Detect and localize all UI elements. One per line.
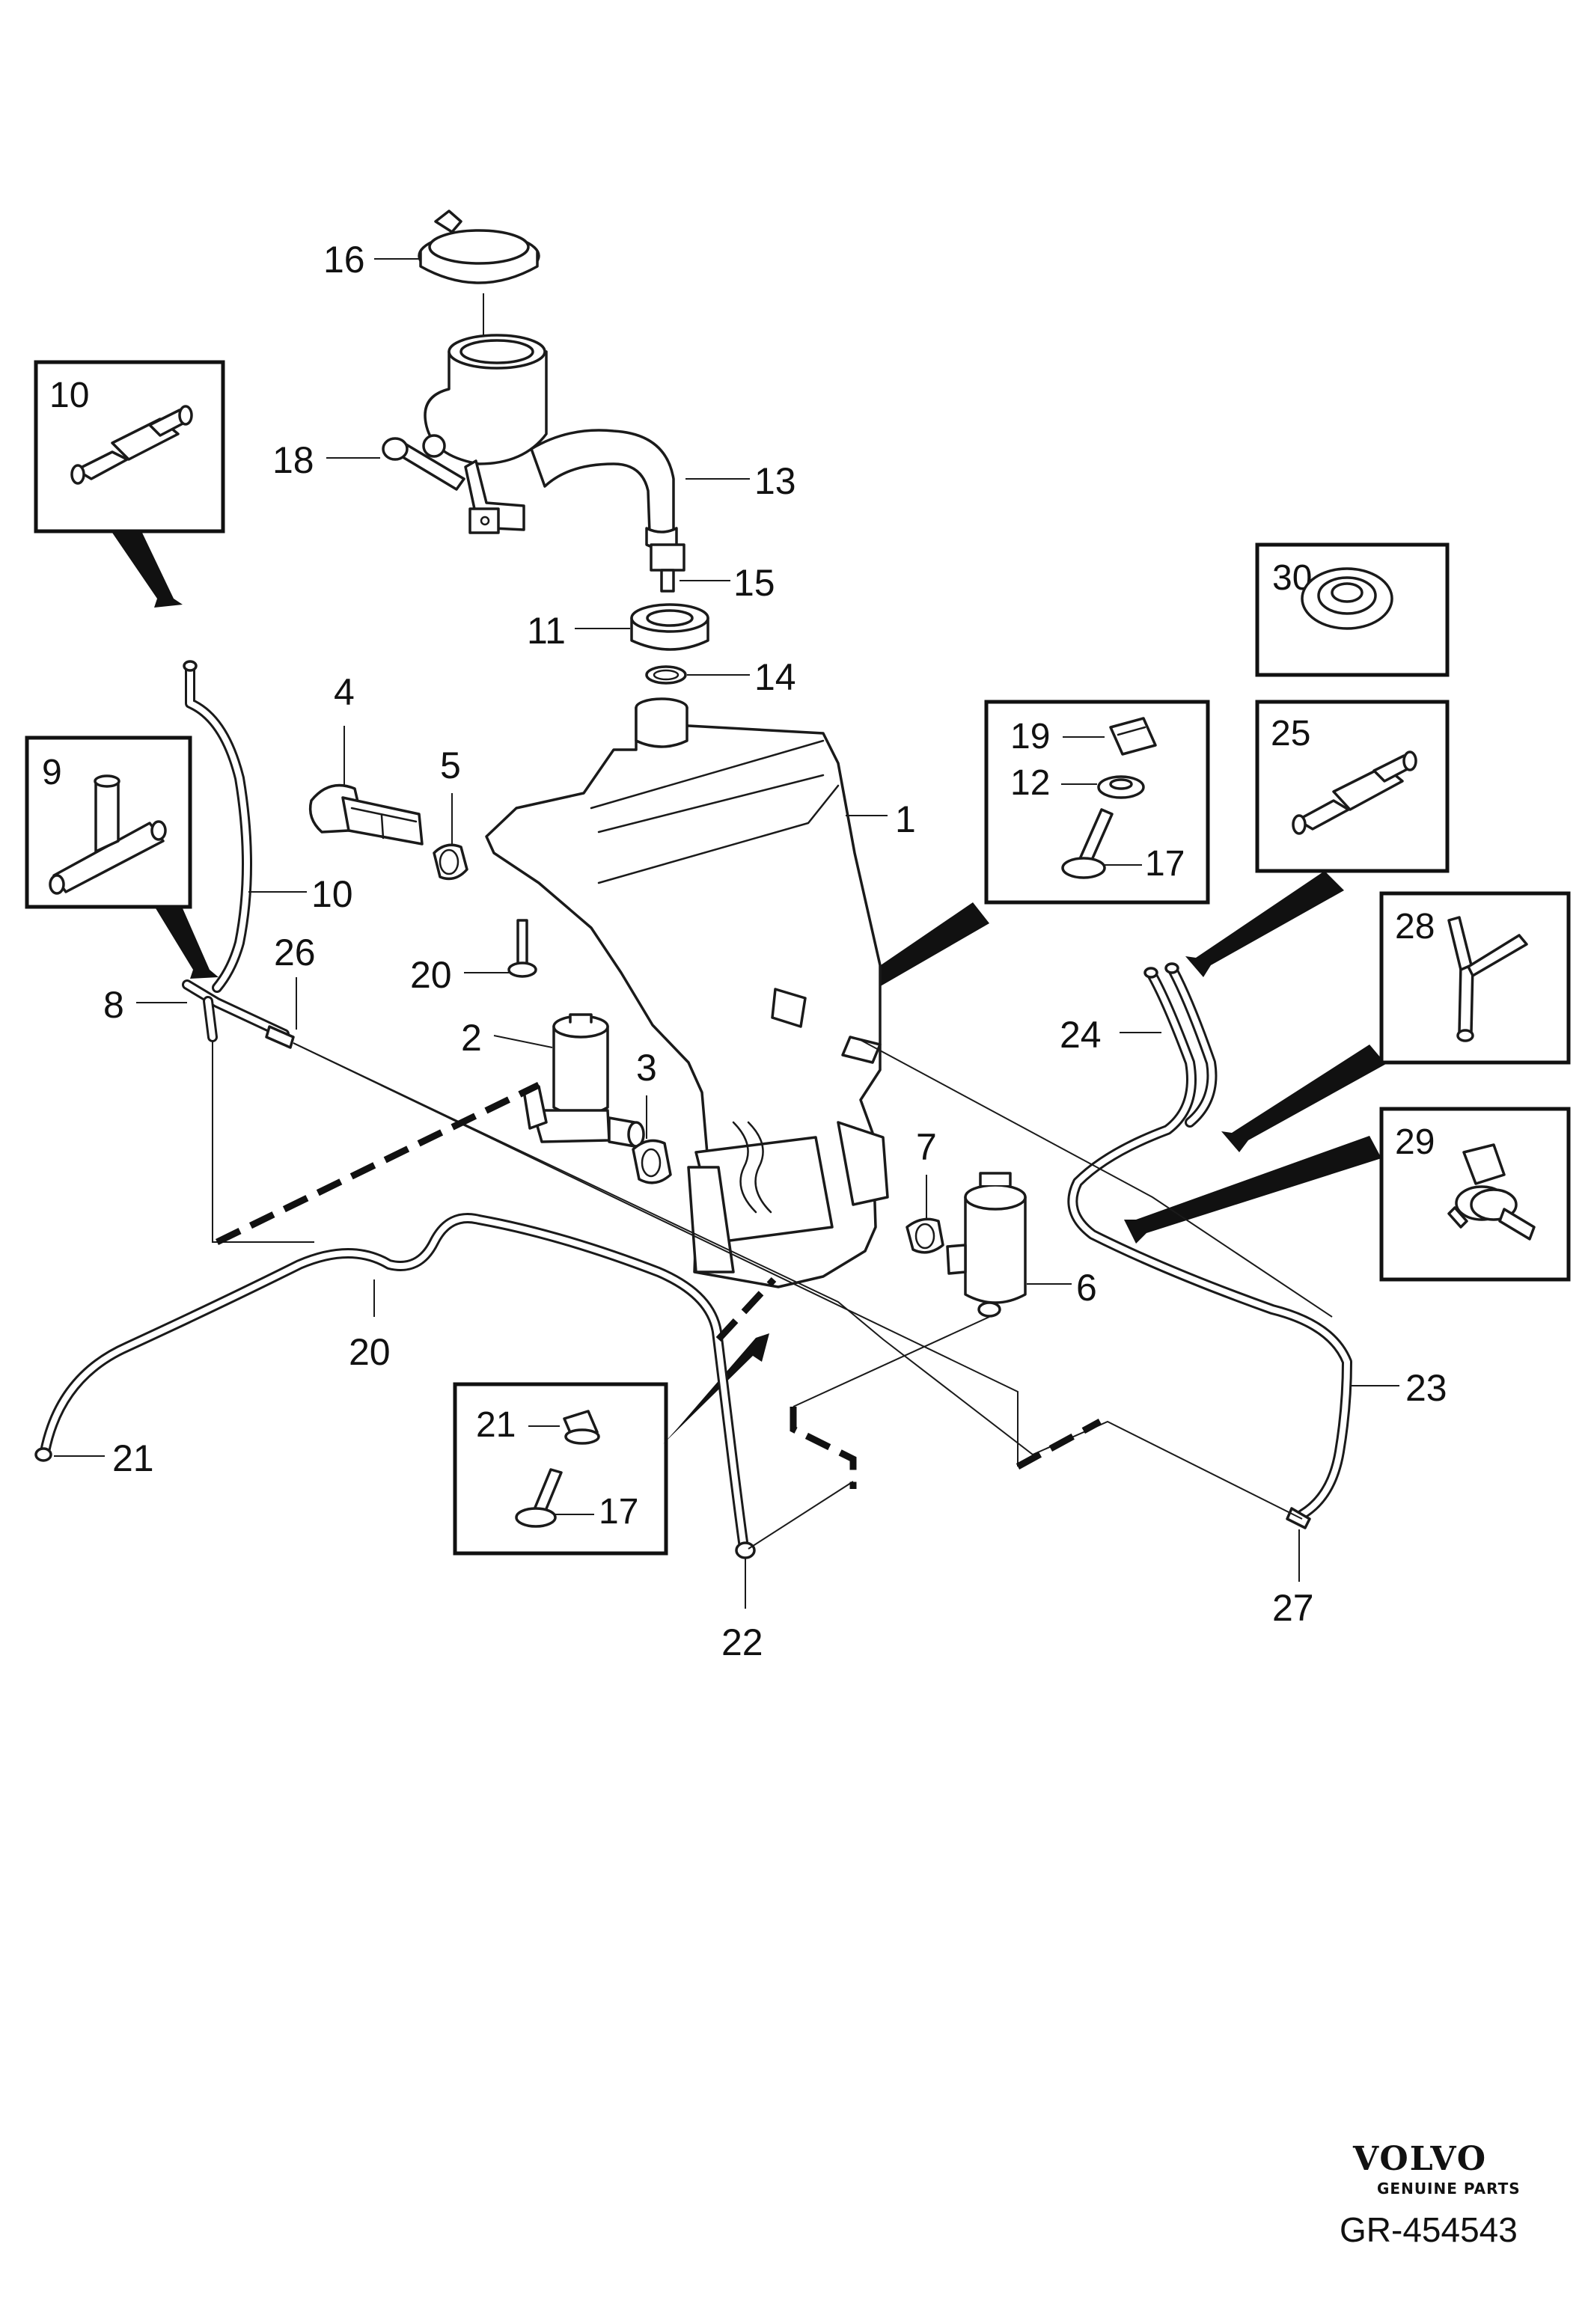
inset-12-label: 12 xyxy=(1010,763,1050,803)
label-5: 5 xyxy=(440,744,461,786)
clip-nut-21-icon xyxy=(563,1410,600,1445)
tee-connector-9-icon xyxy=(49,774,167,895)
bolt-18 xyxy=(382,437,465,491)
connector-25-icon xyxy=(1292,750,1417,835)
inset-9: 9 xyxy=(25,736,192,909)
grommet-7 xyxy=(906,1217,944,1254)
brand-logo: VOLVO xyxy=(1352,2140,1487,2178)
inset-29-label: 29 xyxy=(1395,1122,1435,1162)
grommet-30-icon xyxy=(1301,567,1393,630)
label-2: 2 xyxy=(461,1017,482,1059)
inset-19-12-17: 19 12 17 xyxy=(984,700,1210,905)
connector-10-icon xyxy=(70,405,193,485)
inset-28: 28 xyxy=(1379,891,1571,1065)
label-7: 7 xyxy=(916,1126,937,1168)
label-4: 4 xyxy=(334,671,355,713)
diagram-reference: GR-454543 xyxy=(1340,2210,1518,2249)
bolt-20 xyxy=(507,919,537,978)
label-27: 27 xyxy=(1272,1587,1314,1629)
label-16: 16 xyxy=(323,239,365,281)
filler-cap-16 xyxy=(418,210,540,284)
washer-reservoir-1 xyxy=(485,697,889,1288)
inset-19-label: 19 xyxy=(1010,717,1050,756)
connector-8-and-hose-26 xyxy=(182,979,295,1049)
label-3: 3 xyxy=(636,1047,657,1089)
pump-6 xyxy=(946,1172,1027,1318)
nozzle-15 xyxy=(650,543,685,593)
inset-9-label: 9 xyxy=(42,753,62,792)
y-connector-28-icon xyxy=(1447,916,1528,1042)
label-20b: 20 xyxy=(349,1331,391,1373)
filler-neck-13 xyxy=(422,334,678,550)
inset-17b-label: 17 xyxy=(599,1492,638,1532)
inset-29: 29 xyxy=(1379,1107,1571,1282)
o-ring-14 xyxy=(645,665,687,685)
pump-2 xyxy=(522,1013,645,1148)
hose-23-rear xyxy=(1067,962,1352,1529)
grommet-5 xyxy=(433,843,468,881)
brand-block: VOLVO GENUINE PARTS GR-454543 xyxy=(1340,2140,1521,2249)
label-6: 6 xyxy=(1076,1267,1097,1309)
hose-10 xyxy=(183,660,252,993)
inset-28-label: 28 xyxy=(1395,907,1435,947)
label-22: 22 xyxy=(721,1621,763,1663)
label-20a: 20 xyxy=(410,954,452,996)
label-1: 1 xyxy=(895,798,916,840)
inset-10-label: 10 xyxy=(49,376,89,415)
label-14: 14 xyxy=(754,656,796,698)
label-26: 26 xyxy=(274,932,316,973)
inset-25: 25 xyxy=(1255,700,1450,873)
washer-12-icon xyxy=(1097,775,1145,799)
label-11: 11 xyxy=(527,610,566,652)
label-21: 21 xyxy=(112,1437,154,1479)
seal-11 xyxy=(630,603,709,651)
routing-lines xyxy=(212,1039,1333,1550)
label-15: 15 xyxy=(733,562,775,604)
inset-25-label: 25 xyxy=(1271,714,1310,753)
bolt-17b-icon xyxy=(515,1468,563,1528)
label-8: 8 xyxy=(103,984,124,1026)
inset-10: 10 xyxy=(34,360,225,533)
inset-21-label: 21 xyxy=(476,1405,516,1445)
inset-17a-label: 17 xyxy=(1145,844,1185,884)
clip-29-icon xyxy=(1447,1143,1536,1241)
label-10: 10 xyxy=(311,873,353,915)
bolt-17-icon xyxy=(1061,808,1114,879)
label-13: 13 xyxy=(754,460,796,502)
brand-subtitle: GENUINE PARTS xyxy=(1377,2180,1521,2198)
label-24: 24 xyxy=(1060,1014,1102,1056)
inset-21-17: 21 17 xyxy=(453,1382,668,1556)
label-18: 18 xyxy=(272,439,314,481)
level-sensor-4 xyxy=(308,783,424,845)
grommet-3 xyxy=(632,1139,672,1184)
inset-30: 30 xyxy=(1255,542,1450,677)
clip-nut-19-icon xyxy=(1109,717,1157,756)
label-23: 23 xyxy=(1405,1367,1447,1409)
